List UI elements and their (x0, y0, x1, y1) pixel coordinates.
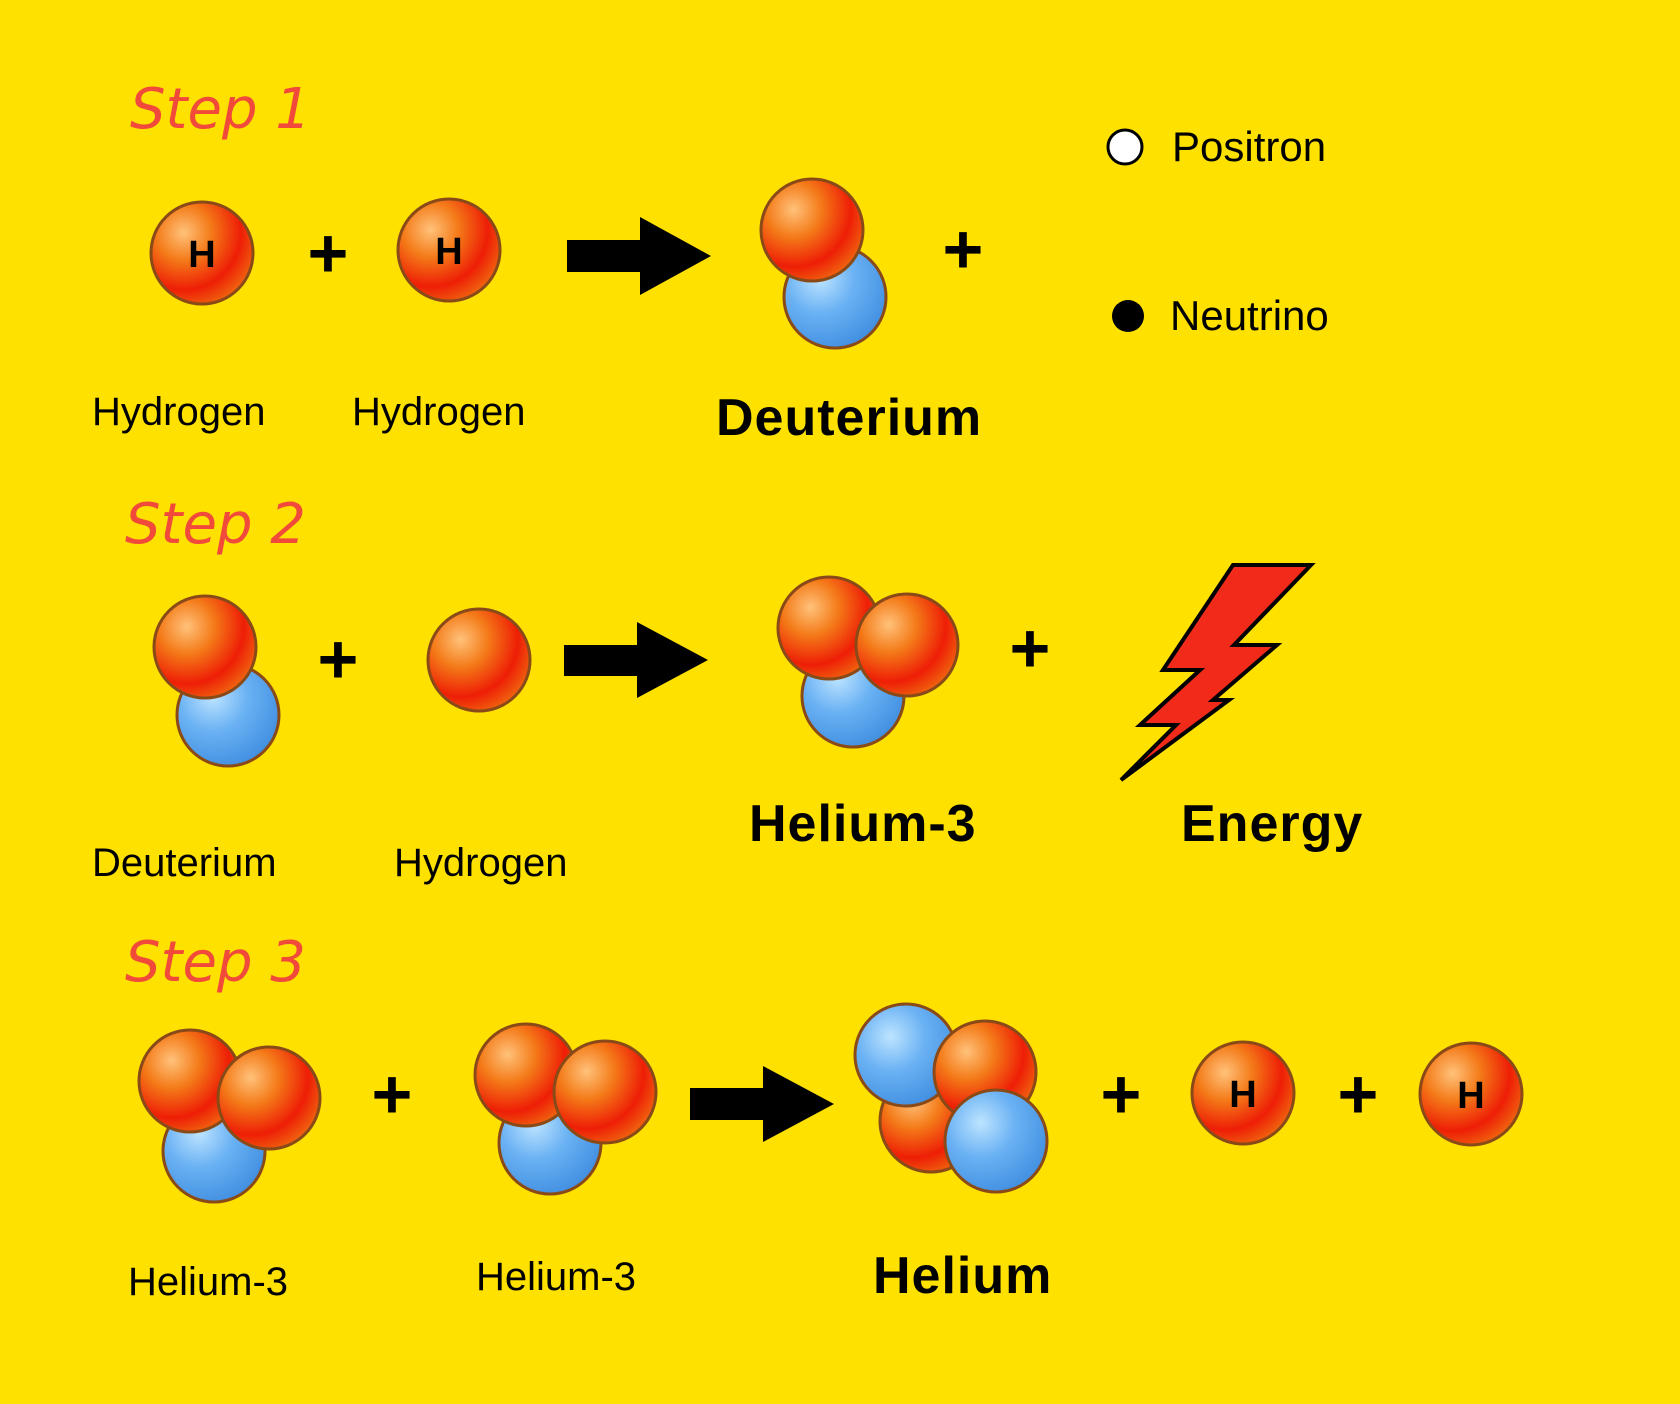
step-3-reactant-2-label: Helium-3 (476, 1255, 637, 1299)
legend-positron-label: Positron (1172, 123, 1327, 170)
step-2-reactant-2-label: Hydrogen (394, 841, 568, 885)
step-2-byproduct-label: Energy (1181, 795, 1364, 853)
proton-symbol: H (435, 231, 462, 273)
plus-sign: + (308, 214, 349, 292)
plus-sign: + (372, 1055, 413, 1133)
lightning-bolt-icon (1119, 563, 1316, 782)
step-2-product-label: Helium-3 (749, 795, 977, 853)
plus-sign: + (1010, 609, 1051, 687)
plus-sign: + (943, 210, 984, 288)
hydrogen-atom-icon: H (1418, 1041, 1524, 1147)
step-2-reactant-1-label: Deuterium (92, 841, 277, 885)
plus-sign: + (318, 620, 359, 698)
positron-icon (1106, 128, 1144, 166)
hydrogen-atom-icon: H (149, 200, 255, 306)
step-3-reactant-1-label: Helium-3 (128, 1260, 289, 1304)
step-1-product-label: Deuterium (716, 389, 983, 447)
arrow-right-icon (567, 217, 711, 295)
hydrogen-atom-icon: H (1190, 1040, 1296, 1146)
step-3-heading: Step 3 (125, 930, 306, 995)
hydrogen-atom-icon: H (396, 197, 502, 303)
step-1-heading: Step 1 (130, 77, 311, 142)
hydrogen-atom-icon (426, 607, 532, 713)
proton-symbol: H (1457, 1075, 1484, 1117)
step-3-product-label: Helium (873, 1247, 1053, 1305)
helium-3-nucleus-icon (137, 1028, 322, 1204)
deuterium-nucleus-icon (759, 177, 888, 350)
legend-neutrino-label: Neutrino (1170, 292, 1329, 339)
deuterium-nucleus-icon (152, 594, 281, 768)
arrow-right-icon (690, 1066, 834, 1142)
step-2-heading: Step 2 (125, 492, 306, 557)
step-1-reactant-1-label: Hydrogen (92, 390, 266, 434)
plus-sign: + (1338, 1055, 1379, 1133)
plus-sign: + (1101, 1055, 1142, 1133)
helium-3-nucleus-icon (776, 575, 960, 749)
helium-3-nucleus-icon (473, 1022, 658, 1196)
arrow-right-icon (564, 622, 708, 698)
neutrino-icon (1112, 300, 1144, 332)
helium-nucleus-icon (853, 1002, 1049, 1194)
step-1-reactant-2-label: Hydrogen (352, 390, 526, 434)
proton-symbol: H (188, 234, 215, 276)
proton-symbol: H (1229, 1074, 1256, 1116)
